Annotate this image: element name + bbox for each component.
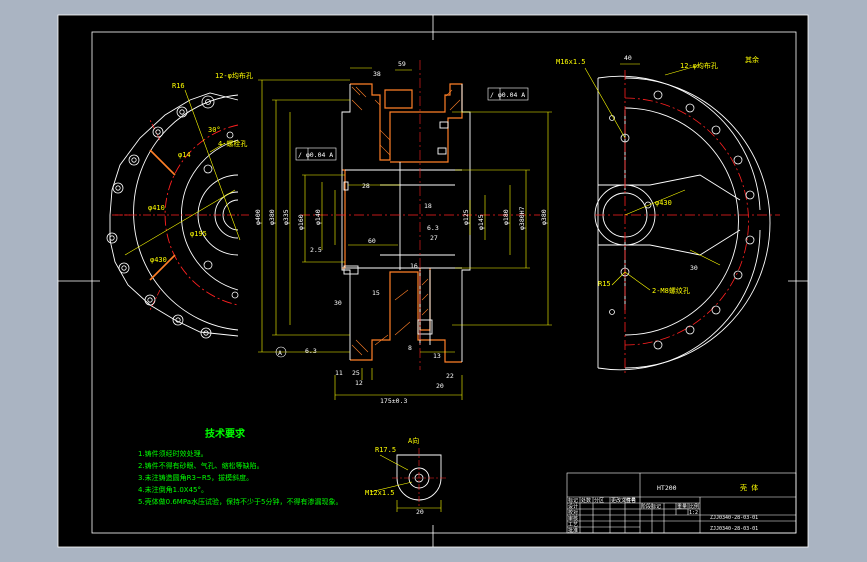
dim-phi335: φ335 — [282, 209, 290, 225]
dim-2-5: 2.5 — [310, 246, 322, 254]
label-phi430-right: φ430 — [655, 199, 672, 207]
dim-28: 28 — [362, 182, 370, 190]
dim-25: 25 — [352, 369, 360, 377]
dim-40: 40 — [624, 54, 632, 62]
tb-stage: 阶段标记 — [641, 503, 661, 510]
tb-code-2: ZJJ0340-28-03-01 — [710, 526, 758, 532]
dim-11: 11 — [335, 369, 343, 377]
label-phi14: φ14 — [178, 151, 191, 159]
dim-phi145: φ145 — [477, 214, 485, 230]
tb-weight: 重量 — [677, 503, 687, 510]
label-m16: M16x1.5 — [556, 58, 586, 66]
tb-scale: 比例 — [689, 503, 699, 510]
dim-15: 15 — [372, 289, 380, 297]
tb-mark-1: 处数 — [581, 497, 591, 504]
dim-18: 18 — [424, 202, 432, 210]
dim-30: 30 — [334, 299, 342, 307]
centering-marks — [58, 15, 808, 547]
tech-line-3: 3.未注铸造圆角R3~R5，拔模斜度。 — [138, 473, 253, 482]
tb-row-check: 校对 — [568, 509, 578, 516]
dim-27: 27 — [430, 234, 438, 242]
tech-line-5: 5.壳体做0.6MPa水压试验，保持不少于5分钟，不得有渗漏现象。 — [138, 497, 343, 506]
dim-13: 13 — [433, 352, 441, 360]
tb-mark-2: 分区 — [594, 497, 604, 504]
dim-20: 20 — [436, 382, 444, 390]
dim-38: 38 — [373, 70, 381, 78]
tb-part-name: 壳 体 — [740, 483, 758, 492]
tb-mark-4: 签名 — [626, 497, 636, 504]
dim-12: 12 — [355, 379, 363, 387]
dim-phi160: φ160 — [297, 214, 305, 230]
tb-material: HT200 — [657, 484, 677, 492]
detail-dim-20: 20 — [416, 508, 424, 516]
label-holes12-left: 12-φ均布孔 — [215, 71, 253, 80]
dim-phi125: φ125 — [462, 209, 470, 225]
label-holes2: 2-M8螺纹孔 — [652, 286, 690, 295]
tb-row-process: 工艺 — [568, 522, 578, 528]
detail-title: A向 — [408, 436, 419, 445]
label-phi195: φ195 — [190, 230, 207, 238]
detail-m12: M12x1.5 — [365, 489, 395, 497]
dim-60: 60 — [368, 237, 376, 245]
tb-row-design: 设计 — [568, 503, 578, 510]
datum-a: A — [278, 349, 282, 357]
tb-mark-3: 更改文件号 — [611, 497, 636, 504]
tb-row-approve: 批准 — [568, 527, 578, 534]
left-view — [106, 89, 250, 339]
tb-scale-value: 1:2 — [689, 510, 698, 516]
drawing-sheet — [57, 14, 809, 548]
label-angle: 30° — [208, 126, 221, 134]
dim-phi400: φ400 — [254, 209, 262, 225]
label-holes4: 4-螺栓孔 — [218, 139, 247, 148]
label-phi410: φ410 — [148, 204, 165, 212]
right-view — [584, 63, 780, 375]
dim-8: 8 — [408, 344, 412, 352]
tb-mark-0: 标记 — [568, 497, 578, 504]
tech-line-1: 1.铸件须经时效处理。 — [138, 449, 208, 458]
dim-22: 22 — [446, 372, 454, 380]
section-view — [258, 60, 552, 400]
detail-r17: R17.5 — [375, 446, 396, 454]
tech-line-4: 4.未注倒角1.0X45°。 — [138, 485, 208, 494]
drawing-border — [91, 31, 797, 534]
label-other-roughness: 其余 — [745, 55, 759, 64]
dim-6-3: 6.3 — [427, 224, 439, 232]
tb-code-1: ZJJ0340-28-03-01 — [710, 515, 758, 521]
label-phi430: φ430 — [150, 256, 167, 264]
dim-59: 59 — [398, 60, 406, 68]
tech-line-2: 2.铸件不得有砂眼、气孔、缩松等缺陷。 — [138, 461, 264, 470]
dim-total-length: 175±0.3 — [380, 397, 407, 405]
label-holes12-right: 12-φ均布孔 — [680, 61, 718, 70]
tech-title: 技术要求 — [205, 427, 246, 440]
dim-phi180: φ180 — [502, 209, 510, 225]
title-block — [566, 472, 797, 534]
dim-phi380: φ380 — [268, 209, 276, 225]
label-r15: R15 — [598, 280, 611, 288]
dim-phi380h7: φ380H7 — [518, 206, 526, 230]
detail-view — [369, 448, 446, 512]
dim-30-right: 30 — [690, 264, 698, 272]
roughness-6-3: 6.3 — [305, 347, 317, 355]
dim-phi380-right: φ380 — [540, 209, 548, 225]
tb-row-review: 审核 — [568, 515, 578, 522]
label-r16: R16 — [172, 82, 185, 90]
tolerance-frame-left: / φ0.04 A — [298, 151, 333, 159]
dim-16: 16 — [410, 262, 418, 270]
tolerance-frame-top: / φ0.04 A — [490, 91, 525, 99]
dim-phi140: φ140 — [314, 209, 322, 225]
